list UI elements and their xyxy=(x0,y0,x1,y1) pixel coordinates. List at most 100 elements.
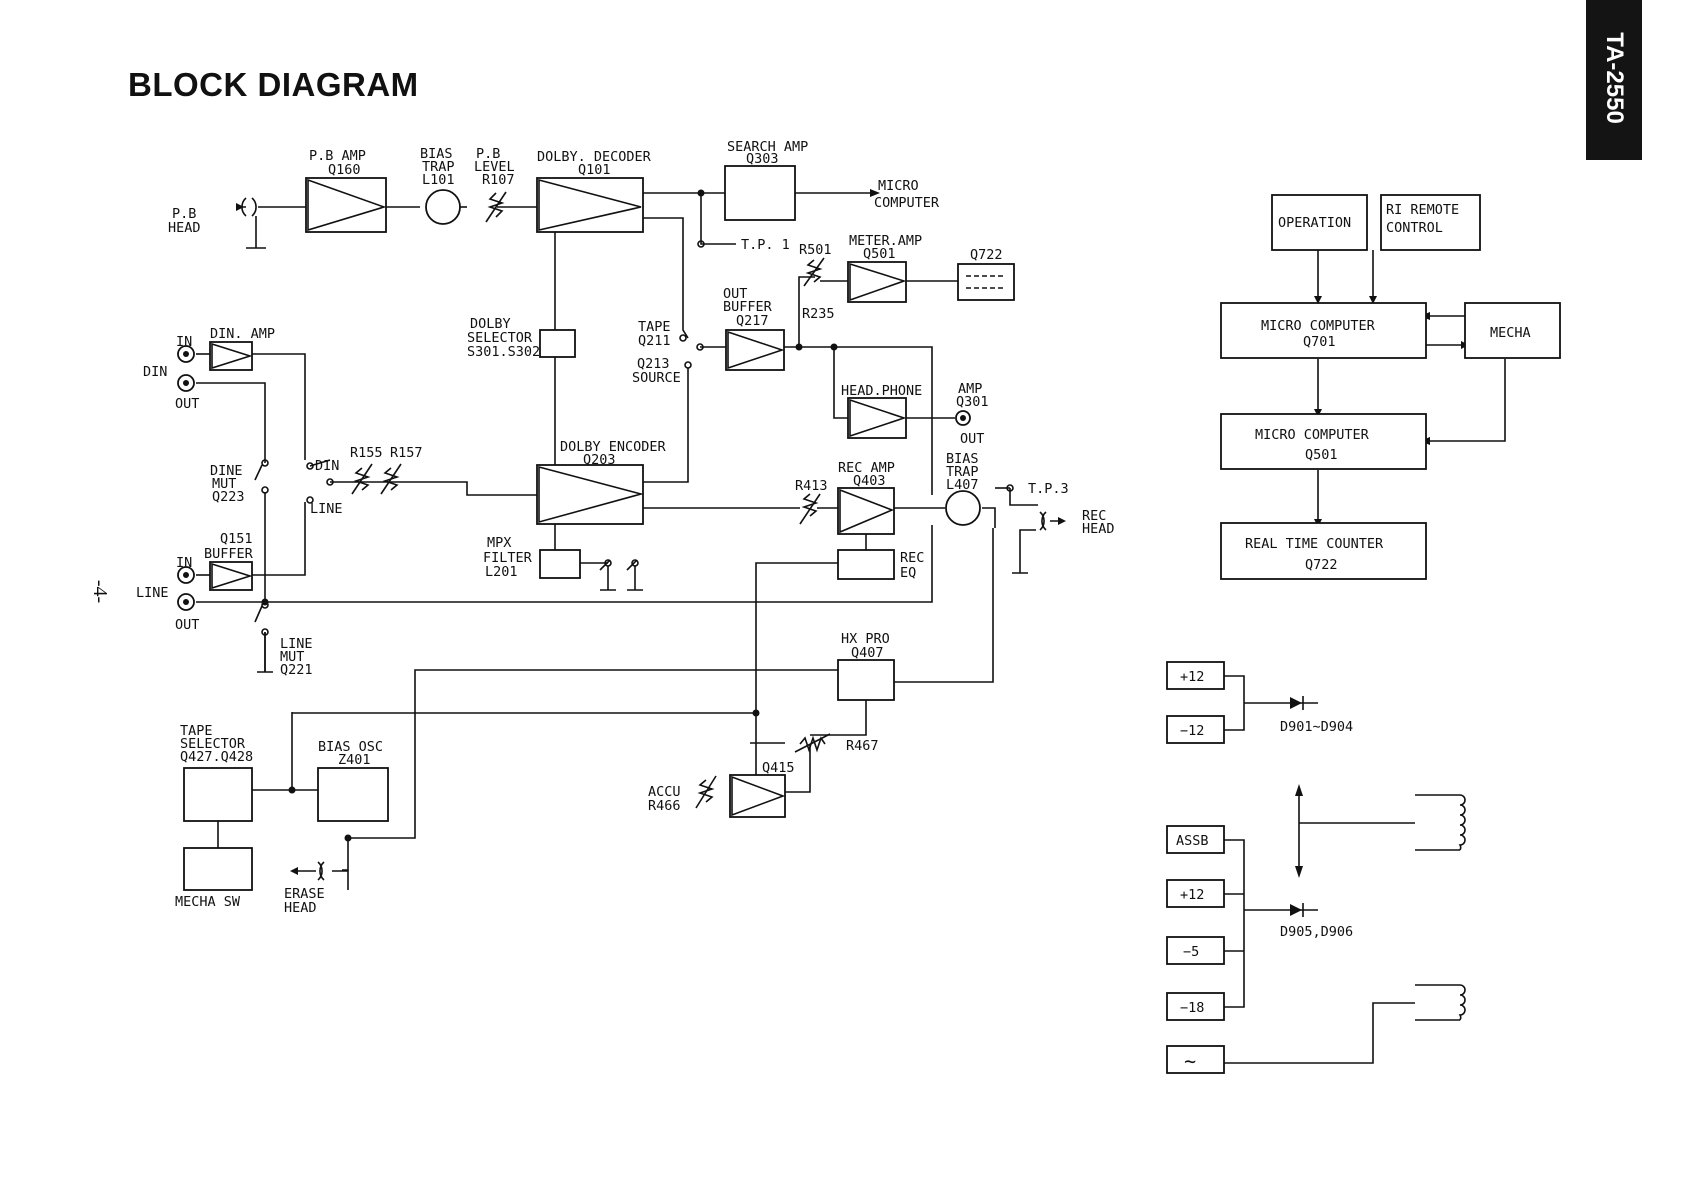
diagram-label: R157 xyxy=(390,445,423,461)
diagram-label: COMPUTER xyxy=(874,195,940,211)
diagram-label: LINE xyxy=(310,501,343,517)
diagram-label: P.B xyxy=(476,146,500,162)
arrows xyxy=(870,189,1469,878)
micro-q501-box xyxy=(1220,413,1427,470)
diagram-label: Q221 xyxy=(280,662,313,678)
diagram-label: IN xyxy=(176,555,192,571)
diagram-label: −12 xyxy=(1180,723,1204,739)
diagram-label: TRAP xyxy=(422,159,455,175)
q722-meter-box xyxy=(957,263,1015,301)
meter-amp-box xyxy=(847,261,907,303)
diagram-label: OPERATION xyxy=(1278,215,1351,231)
diagram-label: TAPE xyxy=(180,723,213,739)
diagram-label: BUFFER xyxy=(204,546,254,562)
diagram-label: Q722 xyxy=(1305,557,1338,573)
diagram-label: REC xyxy=(1082,508,1106,524)
diagram-label: DIN xyxy=(143,364,167,380)
model-tab: TA-2550 xyxy=(1586,0,1642,160)
diagram-label: Q427.Q428 xyxy=(180,749,253,765)
diagram-label: MECHA SW xyxy=(175,894,241,910)
diagram-label: D901∼D904 xyxy=(1280,719,1353,735)
diagram-label: FILTER xyxy=(483,550,533,566)
mecha-box xyxy=(1464,302,1561,359)
diagram-label: P.B AMP xyxy=(309,148,366,164)
power-assb-box xyxy=(1166,825,1225,854)
variable-resistors xyxy=(351,191,831,809)
diagram-label: RI REMOTE xyxy=(1386,202,1459,218)
pb-amp-box xyxy=(305,177,387,233)
real-time-counter-box xyxy=(1220,522,1427,580)
diagram-label: Q403 xyxy=(853,473,886,489)
diagram-label: Q407 xyxy=(851,645,884,661)
diagram-label: DOLBY ENCODER xyxy=(560,439,667,455)
diagram-label: MECHA xyxy=(1490,325,1531,341)
diagram-label: LINE xyxy=(280,636,313,652)
diagram-label: Z401 xyxy=(338,752,371,768)
diagram-label: OUT xyxy=(175,617,199,633)
diagram-label: R155 xyxy=(350,445,383,461)
headphone-amp-box xyxy=(847,397,907,439)
diagram-label: Q203 xyxy=(583,452,616,468)
diagram-label: SELECTOR xyxy=(467,330,533,346)
jacks xyxy=(177,345,971,611)
diagram-label: REC xyxy=(900,550,924,566)
diagram-label: BIAS OSC xyxy=(318,739,383,755)
diagram-label: T.P. 1 xyxy=(741,237,790,253)
coil-2 xyxy=(1458,984,1466,1021)
components xyxy=(177,189,1466,1021)
diagram-label: Q160 xyxy=(328,162,361,178)
diagram-label: Q415 xyxy=(762,760,795,776)
diagram-label: R501 xyxy=(799,242,832,258)
diagram-label: OUT xyxy=(175,396,199,412)
diagram-label: TAPE xyxy=(638,319,671,335)
diagram-label: R466 xyxy=(648,798,681,814)
diagram-label: ∼ xyxy=(1184,1049,1196,1073)
diagram-label: ASSB xyxy=(1176,833,1209,849)
diagram-label: Q501 xyxy=(863,246,896,262)
diagram-label: L101 xyxy=(422,172,455,188)
diagram-label: R235 xyxy=(802,306,835,322)
power-plus12b-box xyxy=(1166,879,1225,908)
din-amp-box xyxy=(209,341,253,371)
dolby-selector-box xyxy=(539,329,576,358)
diodes xyxy=(1280,696,1318,917)
diagram-label: DINE xyxy=(210,463,243,479)
diagram-label: Q301 xyxy=(956,394,989,410)
operation-box xyxy=(1271,194,1368,251)
hx-pro-box xyxy=(837,659,895,701)
diagram-label: SOURCE xyxy=(632,370,681,386)
diagram-label: EQ xyxy=(900,565,916,581)
ri-remote-box xyxy=(1380,194,1481,251)
diagram-label: L201 xyxy=(485,564,518,580)
diagram-label: LINE xyxy=(136,585,169,601)
power-minus18-box xyxy=(1166,992,1225,1021)
diagram-label: DOLBY xyxy=(470,316,511,332)
diagram-label: R107 xyxy=(482,172,515,188)
diagram-label: Q722 xyxy=(970,247,1003,263)
diagram-label: REAL TIME COUNTER xyxy=(1245,536,1384,552)
dolby-decoder-box xyxy=(536,177,644,233)
diagram-label: MICRO COMPUTER xyxy=(1255,427,1370,443)
diagram-label: ERASE xyxy=(284,886,325,902)
diagram-label: −5 xyxy=(1183,944,1199,960)
power-ac-box xyxy=(1166,1045,1225,1074)
diagram-label: HX PRO xyxy=(841,631,890,647)
diagram-label: LEVEL xyxy=(474,159,515,175)
diagram-label: HEAD xyxy=(284,900,317,916)
diagram-label: AMP xyxy=(958,381,982,397)
diagram-label: CONTROL xyxy=(1386,220,1443,236)
diagram-label: MUT xyxy=(212,476,236,492)
diagram-label: Q303 xyxy=(746,151,779,167)
diagram-label: OUT xyxy=(960,431,984,447)
diagram-label: OUT xyxy=(723,286,747,302)
rec-eq-box xyxy=(837,549,895,580)
diagram-label: DIN xyxy=(315,458,339,474)
diagram-label: Q501 xyxy=(1305,447,1338,463)
bias-trap-l407 xyxy=(945,490,981,526)
diagram-label: IN xyxy=(176,334,192,350)
diagram-label: T.P.3 xyxy=(1028,481,1069,497)
power-minus5-box xyxy=(1166,936,1225,965)
diagram-label: BIAS xyxy=(946,451,979,467)
